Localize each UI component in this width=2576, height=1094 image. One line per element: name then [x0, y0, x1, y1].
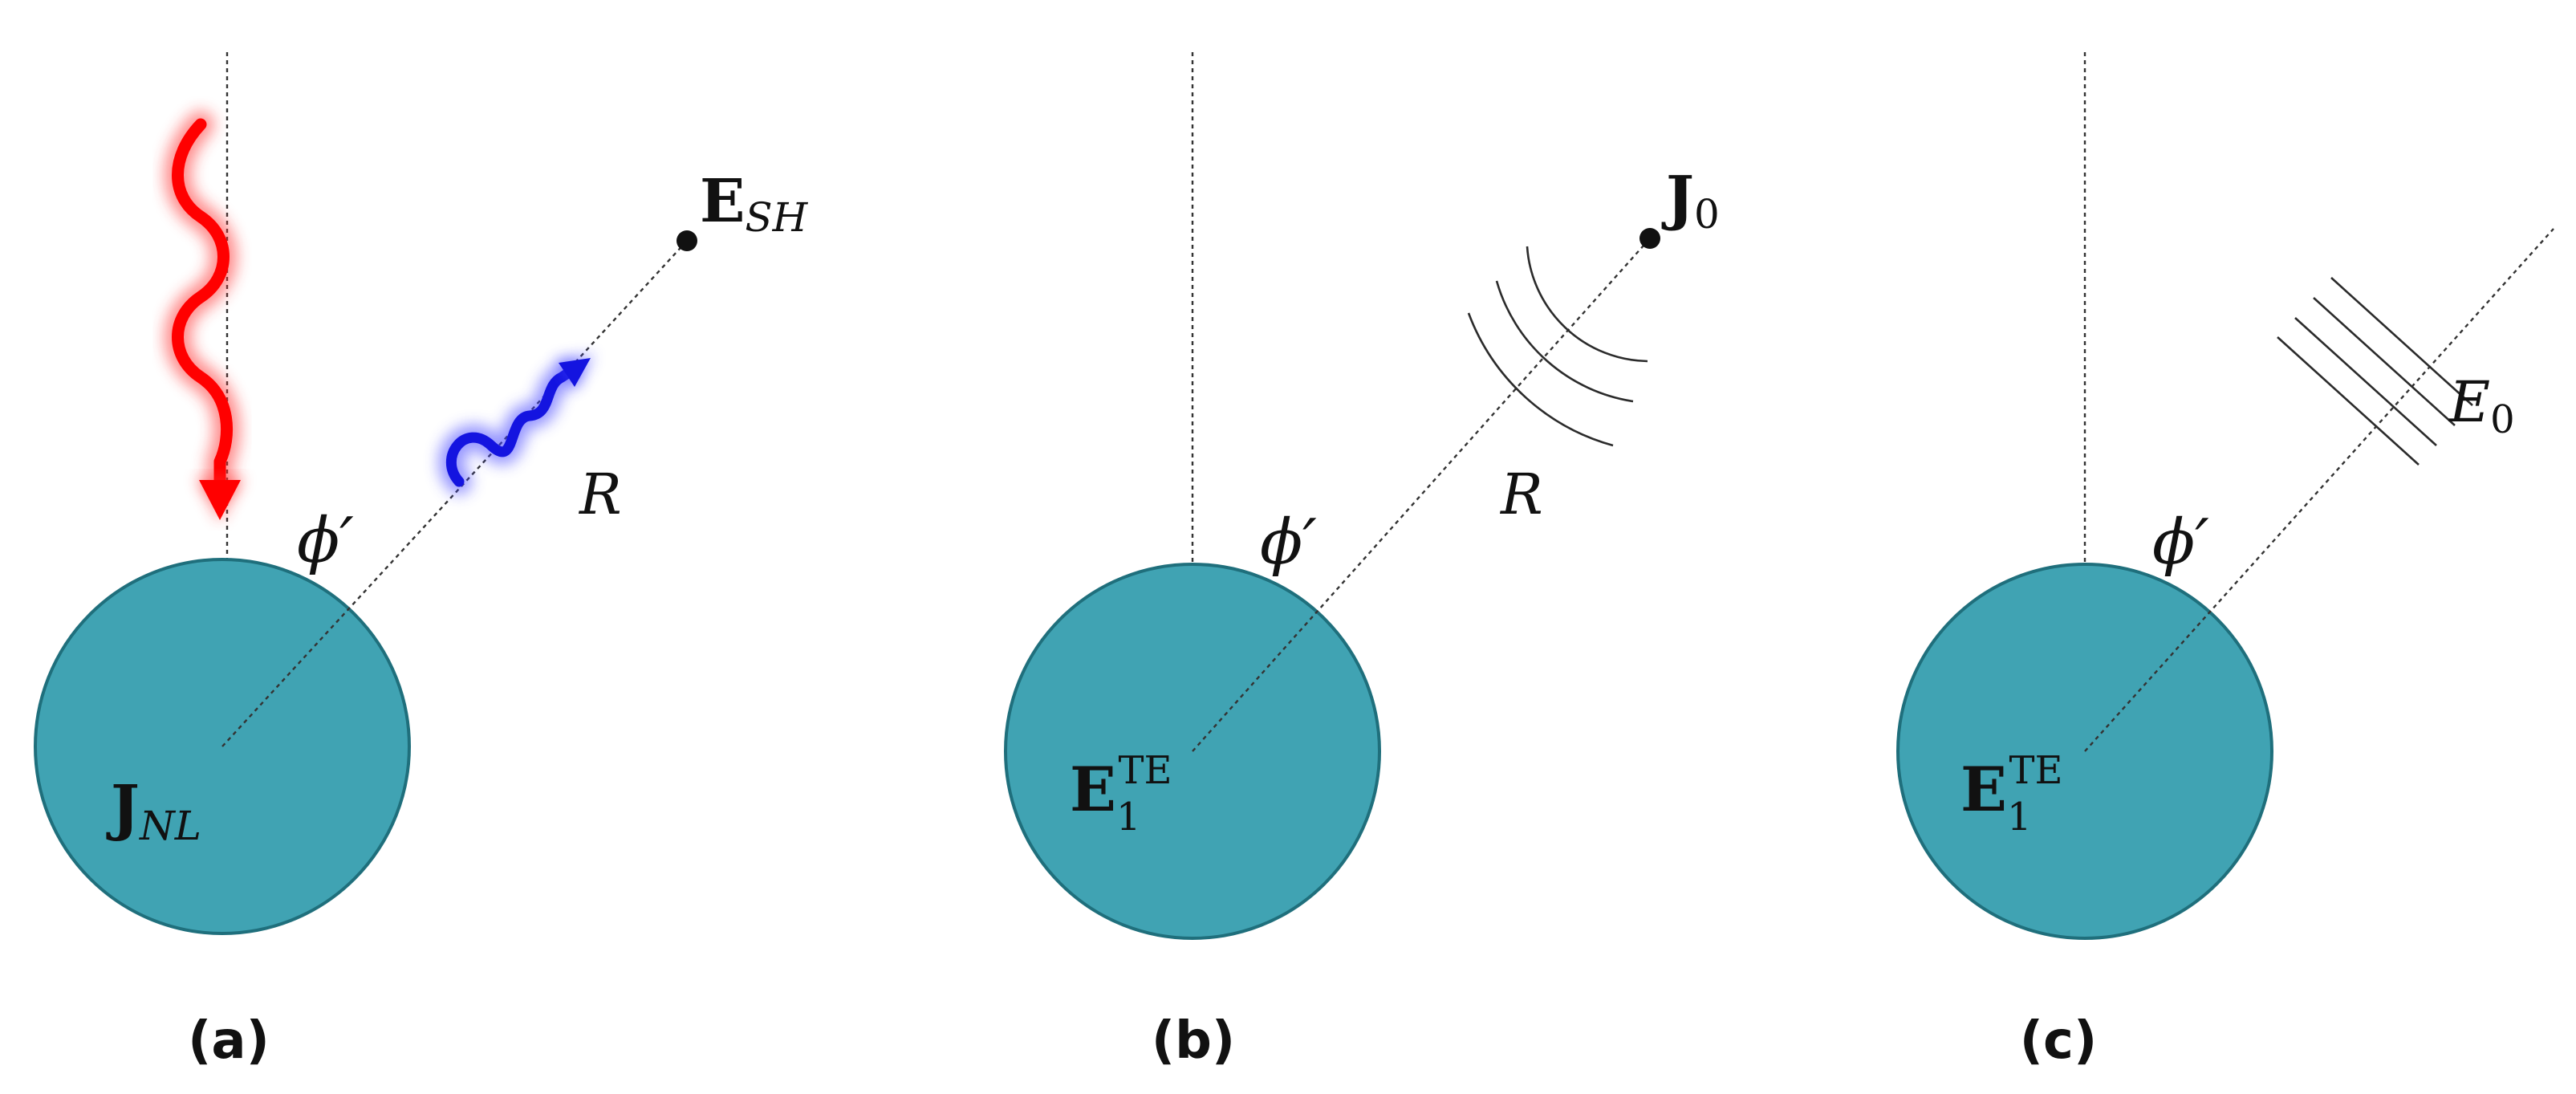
distance-label: R: [578, 462, 622, 527]
radial-line: [2084, 228, 2554, 752]
panel-a: ϕ′ R ESH JNL (a): [34, 52, 809, 1071]
panel-caption: (a): [188, 1011, 270, 1071]
red-wavy-arrow-icon: [164, 111, 244, 522]
blue-wavy-arrow-icon: [438, 355, 594, 494]
sphere-label: JNL: [106, 771, 201, 849]
panel-caption: (b): [1152, 1011, 1235, 1071]
panel-caption: (c): [2020, 1011, 2097, 1071]
panel-b: ϕ′ R J0 E1TE (b): [1004, 52, 1720, 1071]
point-label: J0: [1661, 164, 1720, 238]
spherical-wavefront-arcs-icon: [1467, 246, 1648, 447]
plane-wavefront-lines-icon: [2277, 277, 2473, 466]
sphere-label: E1TE: [1960, 748, 2063, 840]
angle-label: ϕ′: [2152, 506, 2209, 579]
angle-label: ϕ′: [297, 505, 354, 577]
observation-point: [677, 230, 697, 251]
source-point: [1639, 228, 1660, 249]
panel-c: ϕ′ E0 E1TE (c): [1896, 52, 2554, 1071]
point-label: ESH: [700, 167, 809, 241]
distance-label: R: [1499, 462, 1543, 527]
angle-label: ϕ′: [1260, 506, 1317, 579]
field-label: E0: [2448, 369, 2515, 442]
sphere-label: E1TE: [1070, 748, 1172, 840]
radial-line: [1192, 238, 1651, 752]
radial-line: [221, 240, 688, 747]
